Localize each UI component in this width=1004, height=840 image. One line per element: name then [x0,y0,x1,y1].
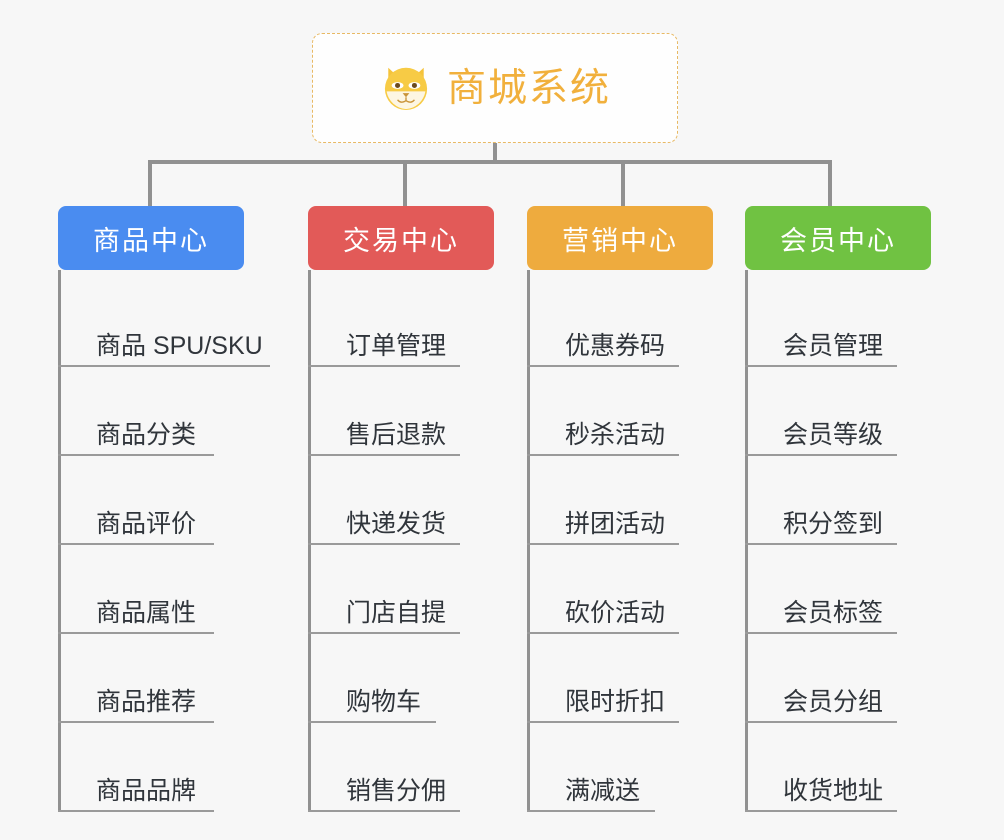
leaf-underline [308,810,460,812]
leaf-underline [308,454,460,456]
connector-drop-4 [828,160,832,206]
leaf-item[interactable]: 满减送 [527,723,713,812]
leaf-label: 销售分佣 [346,777,447,806]
connector-horizontal-bus [148,160,832,164]
leaf-label: 商品推荐 [96,688,197,717]
leaf-list: 商品 SPU/SKU 商品分类商品评价商品属性商品推荐商品品牌 [58,270,270,812]
leaf-label: 商品 SPU/SKU [96,332,263,361]
leaf-underline [58,810,214,812]
leaf-label: 砍价活动 [565,599,666,628]
leaf-item[interactable]: 会员分组 [745,634,931,723]
leaf-label: 积分签到 [783,510,884,539]
leaf-label: 订单管理 [346,332,447,361]
leaf-label: 商品品牌 [96,777,197,806]
leaf-label: 拼团活动 [565,510,666,539]
branch-spine [527,270,530,812]
leaf-label: 会员分组 [783,688,884,717]
leaf-label: 会员管理 [783,332,884,361]
leaf-underline [308,632,460,634]
leaf-underline [745,721,897,723]
leaf-item[interactable]: 会员标签 [745,545,931,634]
leaf-underline [527,632,679,634]
leaf-item[interactable]: 订单管理 [308,278,494,367]
leaf-underline [527,365,679,367]
leaf-item[interactable]: 售后退款 [308,367,494,456]
branch-column: 会员中心会员管理会员等级积分签到会员标签会员分组收货地址 [745,206,931,812]
connector-drop-2 [403,160,407,206]
leaf-label: 限时折扣 [565,688,666,717]
leaf-underline [527,721,679,723]
branch-spine [745,270,748,812]
leaf-underline [527,454,679,456]
leaf-label: 会员标签 [783,599,884,628]
leaf-item[interactable]: 商品分类 [58,367,244,456]
leaf-underline [308,365,460,367]
leaf-label: 商品分类 [96,421,197,450]
leaf-label: 购物车 [346,688,422,717]
leaf-underline [58,543,214,545]
leaf-underline [745,543,897,545]
leaf-item[interactable]: 商品评价 [58,456,244,545]
leaf-underline [308,721,436,723]
leaf-item[interactable]: 秒杀活动 [527,367,713,456]
leaf-label: 优惠券码 [565,332,666,361]
leaf-item[interactable]: 商品推荐 [58,634,244,723]
root-title: 商城系统 [446,66,611,110]
branch-spine [58,270,61,812]
leaf-item[interactable]: 收货地址 [745,723,931,812]
leaf-label: 商品属性 [96,599,197,628]
connector-drop-3 [621,160,625,206]
leaf-list: 会员管理会员等级积分签到会员标签会员分组收货地址 [745,270,931,812]
leaf-label: 门店自提 [346,599,447,628]
branch-column: 交易中心订单管理售后退款快递发货门店自提购物车销售分佣 [308,206,494,812]
leaf-label: 售后退款 [346,421,447,450]
leaf-item[interactable]: 优惠券码 [527,278,713,367]
branch-header-4[interactable]: 会员中心 [745,206,931,270]
connector-drop-1 [148,160,152,206]
leaf-list: 订单管理售后退款快递发货门店自提购物车销售分佣 [308,270,494,812]
leaf-item[interactable]: 购物车 [308,634,494,723]
leaf-label: 快递发货 [346,510,447,539]
branch-column: 商品中心商品 SPU/SKU 商品分类商品评价商品属性商品推荐商品品牌 [58,206,270,812]
leaf-item[interactable]: 快递发货 [308,456,494,545]
leaf-underline [58,365,270,367]
leaf-underline [58,721,214,723]
leaf-label: 收货地址 [783,777,884,806]
leaf-label: 满减送 [565,777,641,806]
leaf-item[interactable]: 积分签到 [745,456,931,545]
leaf-item[interactable]: 会员等级 [745,367,931,456]
leaf-underline [745,454,897,456]
leaf-underline [745,632,897,634]
connector-root-stem [493,143,497,163]
leaf-label: 会员等级 [783,421,884,450]
leaf-item[interactable]: 商品属性 [58,545,244,634]
root-node[interactable]: 商城系统 [312,33,678,143]
branch-header-3[interactable]: 营销中心 [527,206,713,270]
branch-header-2[interactable]: 交易中心 [308,206,494,270]
leaf-item[interactable]: 商品 SPU/SKU [58,278,270,367]
leaf-underline [308,543,460,545]
leaf-underline [527,810,655,812]
leaf-label: 秒杀活动 [565,421,666,450]
leaf-item[interactable]: 门店自提 [308,545,494,634]
leaf-item[interactable]: 拼团活动 [527,456,713,545]
leaf-underline [58,632,214,634]
branch-spine [308,270,311,812]
leaf-item[interactable]: 砍价活动 [527,545,713,634]
leaf-list: 优惠券码秒杀活动拼团活动砍价活动限时折扣满减送 [527,270,713,812]
leaf-underline [527,543,679,545]
leaf-item[interactable]: 销售分佣 [308,723,494,812]
leaf-underline [745,810,897,812]
leaf-label: 商品评价 [96,510,197,539]
leaf-underline [58,454,214,456]
branch-header-1[interactable]: 商品中心 [58,206,244,270]
branch-column: 营销中心优惠券码秒杀活动拼团活动砍价活动限时折扣满减送 [527,206,713,812]
leaf-item[interactable]: 限时折扣 [527,634,713,723]
dog-face-icon [379,61,433,115]
leaf-item[interactable]: 商品品牌 [58,723,244,812]
leaf-underline [745,365,897,367]
leaf-item[interactable]: 会员管理 [745,278,931,367]
